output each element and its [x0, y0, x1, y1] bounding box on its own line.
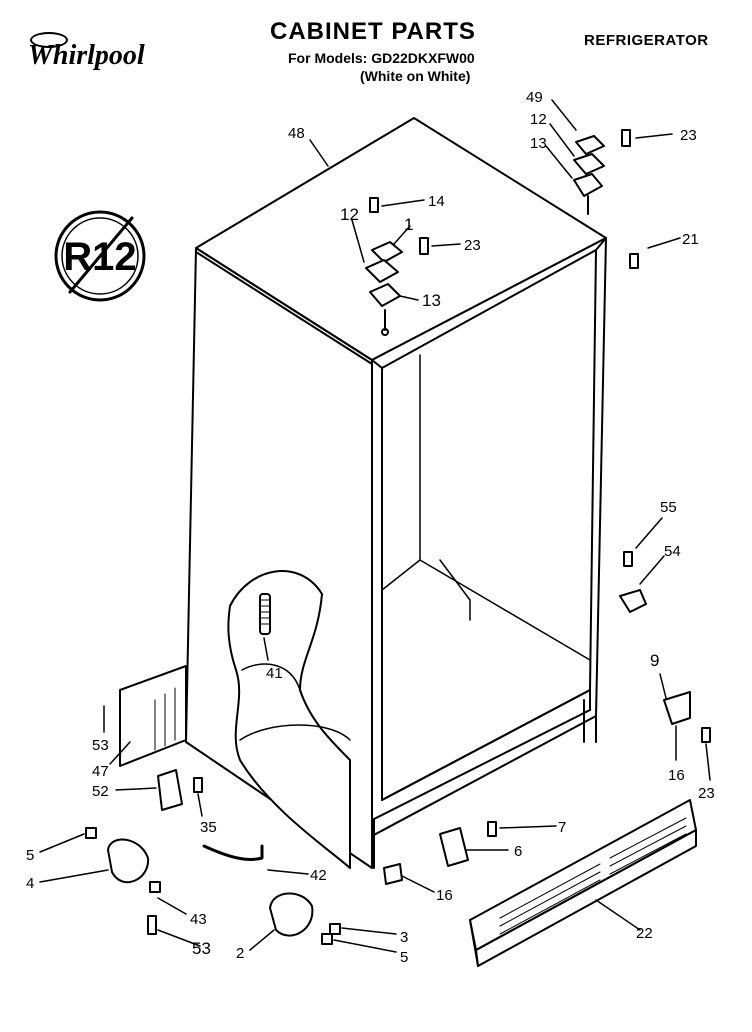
label-21: 21: [682, 231, 699, 248]
color-variant: (White on White): [360, 68, 471, 84]
label-13-left: 13: [422, 291, 441, 310]
label-5-bottom: 5: [400, 949, 408, 966]
label-53-lower: 53: [192, 939, 211, 958]
label-23-top-right: 23: [680, 127, 697, 144]
model-number: For Models: GD22DKXFW00: [288, 50, 475, 66]
page-title: CABINET PARTS: [270, 18, 476, 45]
label-54: 54: [664, 543, 681, 560]
leader-lines: [39, 99, 711, 953]
label-13-right: 13: [530, 135, 547, 152]
label-12-left: 12: [340, 205, 359, 224]
label-48: 48: [288, 125, 305, 142]
label-9: 9: [650, 651, 659, 670]
top-hinge-right: [573, 129, 631, 215]
label-12-right: 12: [530, 111, 547, 128]
label-16-bottom: 16: [436, 887, 453, 904]
label-52: 52: [92, 783, 109, 800]
label-23-bottom-right: 23: [698, 785, 715, 802]
label-5-left: 5: [26, 847, 34, 864]
label-6: 6: [514, 843, 522, 860]
label-53-upper: 53: [92, 737, 109, 754]
label-14: 14: [428, 193, 445, 210]
door-stop: [619, 551, 647, 613]
product-category: REFRIGERATOR: [584, 32, 709, 49]
bottom-parts: [85, 769, 497, 945]
side-panel-cutaway: [227, 570, 351, 869]
r12-badge: R12: [54, 210, 146, 302]
label-43: 43: [190, 911, 207, 928]
label-35: 35: [200, 819, 217, 836]
cabinet-body: [185, 117, 607, 869]
label-1: 1: [404, 215, 413, 234]
top-hinge-left: [365, 197, 429, 336]
r12-badge-text: R12: [63, 235, 136, 279]
label-22: 22: [636, 925, 653, 942]
insulation-tube: [259, 593, 271, 635]
label-2: 2: [236, 945, 244, 962]
label-47: 47: [92, 763, 109, 780]
label-49: 49: [526, 89, 543, 106]
label-3: 3: [400, 929, 408, 946]
label-16-right: 16: [668, 767, 685, 784]
bottom-hinge-right: [663, 691, 711, 743]
toe-grille: [469, 799, 697, 967]
left-side-cover: [119, 665, 187, 767]
label-23-top-left: 23: [464, 237, 481, 254]
brand-logo: Whirlpool: [28, 40, 145, 71]
label-41: 41: [266, 665, 283, 682]
label-7: 7: [558, 819, 566, 836]
bracket-21: [629, 253, 639, 269]
brand-logo-mark: [30, 32, 68, 48]
label-4: 4: [26, 875, 34, 892]
label-55: 55: [660, 499, 677, 516]
label-42: 42: [310, 867, 327, 884]
